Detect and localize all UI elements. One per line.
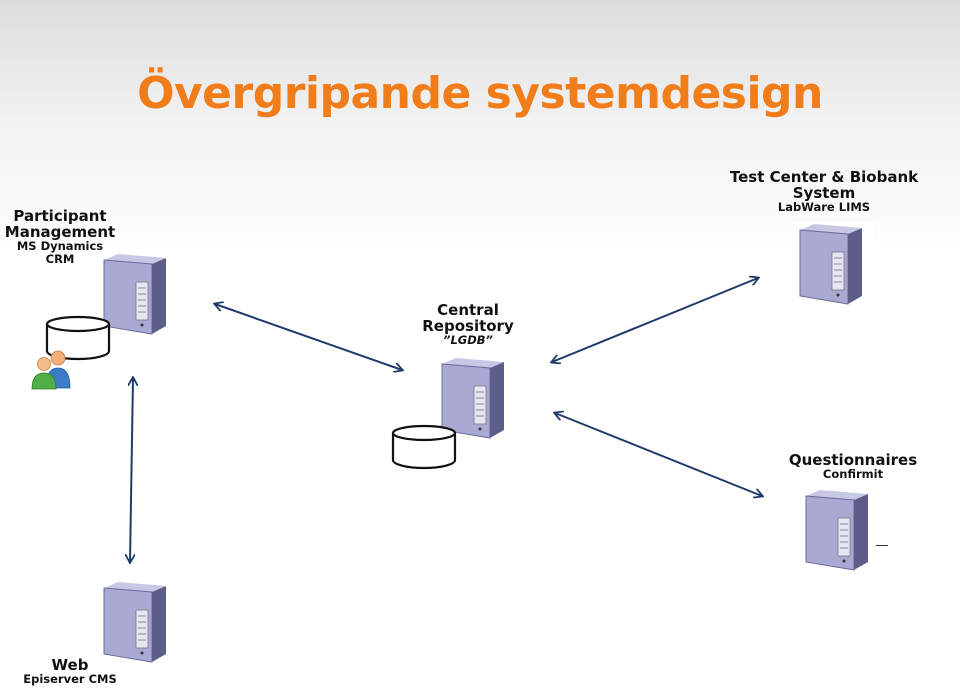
web-sub: Episerver CMS (23, 672, 117, 687)
questionnaires-label: Questionnaires Confirmit (778, 452, 928, 481)
participant-name-line1: Participant (13, 207, 107, 225)
participant-name-line2: Management (4, 223, 116, 242)
testcenter-name-line2: System (792, 184, 856, 203)
central-name-line2: Repository (422, 317, 514, 336)
arrow-central-questionnaires (555, 413, 762, 496)
central-name-line1: Central (437, 301, 499, 319)
web-server-icon (103, 582, 166, 663)
testcenter-label: Test Center & Biobank System LabWare LIM… (718, 169, 930, 214)
arrow-participant-central (215, 304, 402, 370)
testcenter-name-line1: Test Center & Biobank (729, 168, 919, 186)
central-server-icon (441, 358, 504, 439)
page-title: Övergripande systemdesign (137, 68, 823, 119)
arrow-central-testcenter (552, 278, 758, 362)
participant-label: Participant Management MS Dynamics CRM (0, 208, 120, 265)
participant-database-icon (45, 315, 111, 361)
central-sub: ”LGDB” (443, 333, 493, 348)
central-database-icon (391, 424, 457, 470)
web-name: Web (51, 656, 89, 674)
small-dash (876, 545, 888, 546)
participant-sub-line1: MS Dynamics (16, 239, 104, 254)
questionnaires-name: Questionnaires (788, 451, 918, 469)
testcenter-server-icon (792, 222, 874, 306)
web-label: Web Episerver CMS (10, 657, 130, 686)
central-label: Central Repository ”LGDB” (408, 302, 528, 347)
questionnaires-sub: Confirmit (822, 467, 884, 482)
users-icon (31, 350, 71, 390)
participant-sub-line2: CRM (45, 251, 75, 266)
arrow-participant-web (130, 378, 133, 562)
testcenter-sub: LabWare LIMS (777, 200, 871, 215)
participant-server-icon (96, 252, 176, 336)
questionnaires-server-icon (805, 490, 868, 571)
